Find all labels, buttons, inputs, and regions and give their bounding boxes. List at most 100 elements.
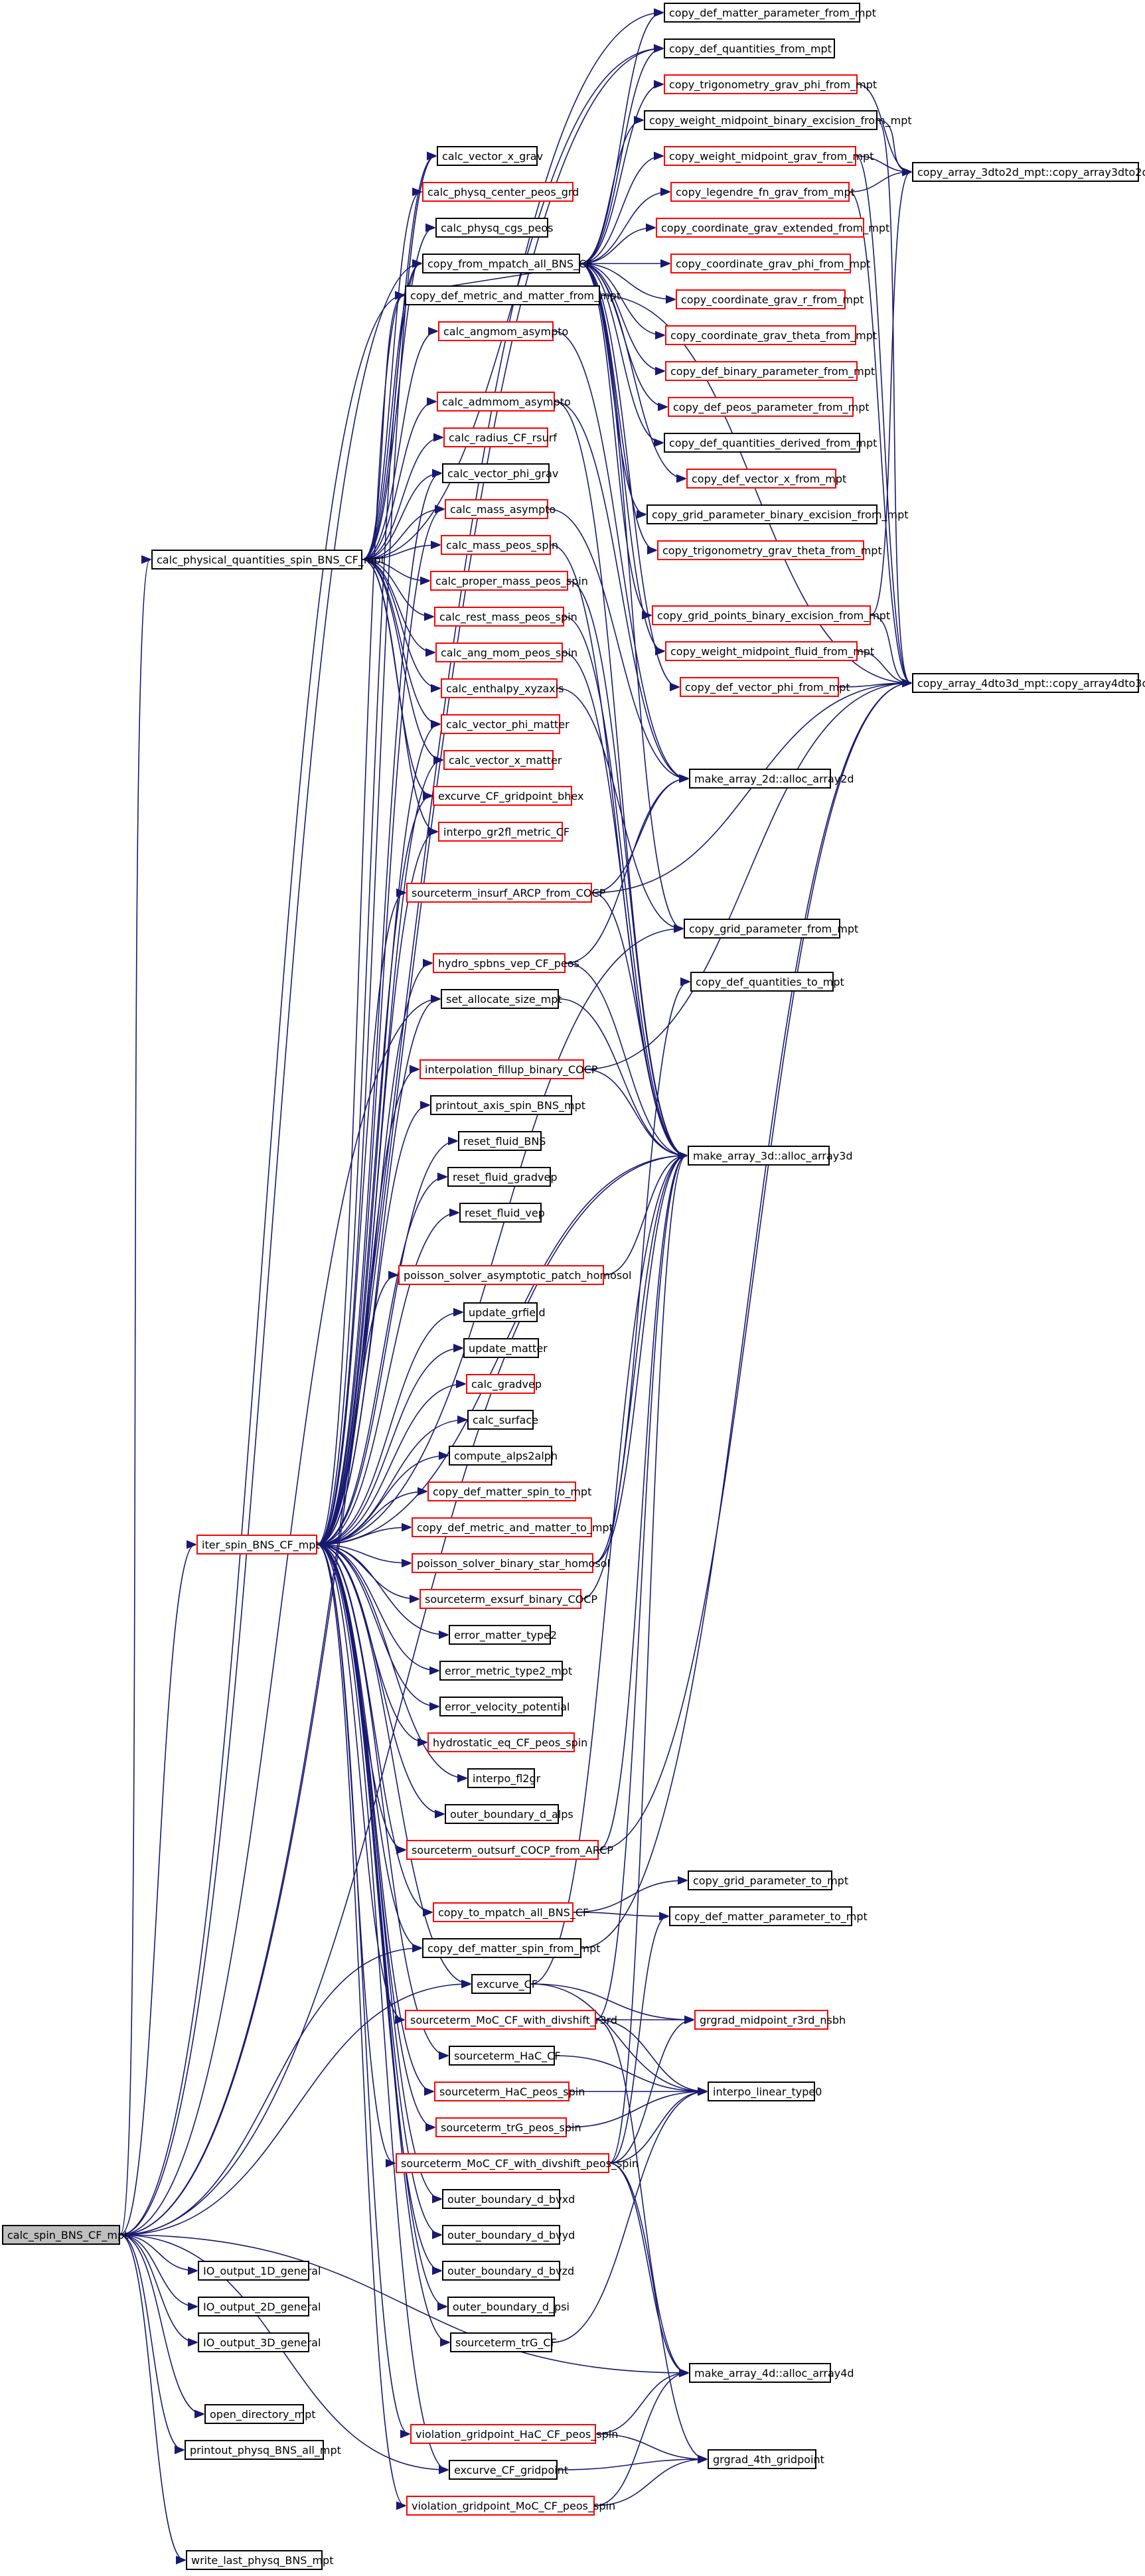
node-outer-boundary-d-bvxd[interactable]: outer_boundary_d_bvxd: [442, 2189, 575, 2209]
node-copy-def-quantities-derived-from-mpt[interactable]: copy_def_quantities_derived_from_mpt: [664, 433, 877, 453]
node-copy-def-vector-x-from-mpt[interactable]: copy_def_vector_x_from_mpt: [686, 469, 846, 489]
node-reset-fluid-gradvep[interactable]: reset_fluid_gradvep: [447, 1167, 558, 1187]
node-set-allocate-size-mpt[interactable]: set_allocate_size_mpt: [441, 989, 562, 1009]
node-reset-fluid-bns[interactable]: reset_fluid_BNS: [458, 1131, 546, 1151]
node-hydrostatic-eq-cf-peos-spin[interactable]: hydrostatic_eq_CF_peos_spin: [427, 1732, 587, 1752]
node-copy-weight-midpoint-binary-excision-from-mpt[interactable]: copy_weight_midpoint_binary_excision_fro…: [644, 110, 912, 130]
node-poisson-solver-asymptotic-patch-homosol[interactable]: poisson_solver_asymptotic_patch_homosol: [398, 1265, 631, 1285]
node-excurve-cf[interactable]: excurve_CF: [471, 1974, 538, 1994]
node-calc-physq-cgs-peos[interactable]: calc_physq_cgs_peos: [435, 218, 554, 238]
node-copy-def-matter-parameter-from-mpt[interactable]: copy_def_matter_parameter_from_mpt: [664, 3, 876, 23]
node-copy-trigonometry-grav-phi-from-mpt[interactable]: copy_trigonometry_grav_phi_from_mpt: [664, 74, 877, 94]
node-copy-coordinate-grav-theta-from-mpt[interactable]: copy_coordinate_grav_theta_from_mpt: [665, 325, 877, 345]
node-copy-def-peos-parameter-from-mpt[interactable]: copy_def_peos_parameter_from_mpt: [668, 397, 870, 417]
node-copy-def-matter-parameter-to-mpt[interactable]: copy_def_matter_parameter_to_mpt: [669, 1906, 868, 1926]
node-calc-admmom-asympto[interactable]: calc_admmom_asympto: [437, 392, 571, 412]
node-interpo-gr2fl-metric-cf[interactable]: interpo_gr2fl_metric_CF: [438, 822, 570, 842]
node-grgrad-midpoint-r3rd-nsbh[interactable]: grgrad_midpoint_r3rd_nsbh: [694, 2010, 846, 2030]
node-interpo-fl2gr[interactable]: interpo_fl2gr: [467, 1768, 540, 1788]
node-calc-mass-peos-spin[interactable]: calc_mass_peos_spin: [441, 535, 558, 555]
node-copy-def-quantities-to-mpt[interactable]: copy_def_quantities_to_mpt: [690, 972, 844, 992]
node-copy-def-matter-spin-to-mpt[interactable]: copy_def_matter_spin_to_mpt: [427, 1481, 591, 1501]
node-reset-fluid-vep[interactable]: reset_fluid_vep: [459, 1203, 545, 1223]
node-copy-def-metric-and-matter-from-mpt[interactable]: copy_def_metric_and_matter_from_mpt: [405, 285, 621, 305]
node-iter-spin-bns-cf-mpt[interactable]: iter_spin_BNS_CF_mpt: [196, 1535, 320, 1554]
node-violation-gridpoint-moc-cf-peos-spin[interactable]: violation_gridpoint_MoC_CF_peos_spin: [406, 2496, 615, 2516]
node-copy-def-matter-spin-from-mpt[interactable]: copy_def_matter_spin_from_mpt: [422, 1938, 601, 1958]
node-copy-def-metric-and-matter-to-mpt[interactable]: copy_def_metric_and_matter_to_mpt: [412, 1517, 613, 1537]
node-copy-def-quantities-from-mpt[interactable]: copy_def_quantities_from_mpt: [664, 38, 835, 58]
node-copy-from-mpatch-all-bns-cf[interactable]: copy_from_mpatch_all_BNS_CF: [422, 254, 592, 273]
node-grgrad-4th-gridpoint[interactable]: grgrad_4th_gridpoint: [708, 2449, 824, 2469]
node-printout-physq-bns-all-mpt[interactable]: printout_physq_BNS_all_mpt: [185, 2440, 341, 2460]
node-copy-coordinate-grav-phi-from-mpt[interactable]: copy_coordinate_grav_phi_from_mpt: [670, 254, 871, 273]
node-interpolation-fillup-binary-cocp[interactable]: interpolation_fillup_binary_COCP: [420, 1059, 598, 1079]
node-copy-coordinate-grav-r-from-mpt[interactable]: copy_coordinate_grav_r_from_mpt: [676, 289, 864, 309]
node-printout-axis-spin-bns-mpt[interactable]: printout_axis_spin_BNS_mpt: [430, 1095, 585, 1115]
node-io-output-3d-general[interactable]: IO_output_3D_general: [198, 2332, 321, 2352]
node-open-directory-mpt[interactable]: open_directory_mpt: [204, 2404, 316, 2424]
node-sourceterm-trg-cf[interactable]: sourceterm_trG_CF: [450, 2332, 557, 2352]
node-copy-def-binary-parameter-from-mpt[interactable]: copy_def_binary_parameter_from_mpt: [665, 361, 875, 381]
node-calc-enthalpy-xyzaxis[interactable]: calc_enthalpy_xyzaxis: [441, 678, 564, 698]
node-sourceterm-exsurf-binary-cocp[interactable]: sourceterm_exsurf_binary_COCP: [420, 1589, 597, 1609]
node-copy-array-4dto3d[interactable]: copy_array_4dto3d_mpt::copy_array4dto3d_…: [912, 673, 1145, 693]
node-sourceterm-insurf-arcp-from-cocp[interactable]: sourceterm_insurf_ARCP_from_COCP: [406, 883, 605, 903]
node-calc-mass-asympto[interactable]: calc_mass_asympto: [445, 499, 556, 519]
node-copy-trigonometry-grav-theta-from-mpt[interactable]: copy_trigonometry_grav_theta_from_mpt: [657, 540, 882, 560]
node-copy-grid-parameter-to-mpt[interactable]: copy_grid_parameter_to_mpt: [688, 1870, 848, 1890]
node-calc-vector-phi-grav[interactable]: calc_vector_phi_grav: [442, 463, 558, 483]
node-excurve-cf-gridpoint[interactable]: excurve_CF_gridpoint: [449, 2460, 568, 2480]
node-copy-grid-parameter-from-mpt[interactable]: copy_grid_parameter_from_mpt: [684, 919, 858, 939]
node-excurve-cf-gridpoint-bhex[interactable]: excurve_CF_gridpoint_bhex: [433, 786, 583, 806]
node-hydro-spbns-vep-cf-peos[interactable]: hydro_spbns_vep_CF_peos: [433, 953, 579, 973]
node-outer-boundary-d-bvyd[interactable]: outer_boundary_d_bvyd: [442, 2225, 575, 2245]
node-compute-alps2alph[interactable]: compute_alps2alph: [449, 1446, 558, 1466]
node-calc-vector-x-grav[interactable]: calc_vector_x_grav: [437, 146, 543, 166]
node-update-grfield[interactable]: update_grfield: [463, 1302, 546, 1322]
node-calc-vector-phi-matter[interactable]: calc_vector_phi_matter: [441, 714, 570, 734]
node-sourceterm-hac-cf[interactable]: sourceterm_HaC_CF: [449, 2046, 561, 2066]
node-make-array-4d[interactable]: make_array_4d::alloc_array4d: [689, 2363, 854, 2383]
node-sourceterm-outsurf-cocp-from-arcp[interactable]: sourceterm_outsurf_COCP_from_ARCP: [406, 1840, 613, 1860]
node-copy-grid-parameter-binary-excision-from-mpt[interactable]: copy_grid_parameter_binary_excision_from…: [647, 504, 909, 524]
node-update-matter[interactable]: update_matter: [463, 1338, 548, 1358]
node-error-metric-type2-mpt[interactable]: error_metric_type2_mpt: [439, 1661, 572, 1681]
node-copy-coordinate-grav-extended-from-mpt[interactable]: copy_coordinate_grav_extended_from_mpt: [656, 218, 889, 238]
node-sourceterm-moc-cf-with-divshift-peos-spin[interactable]: sourceterm_MoC_CF_with_divshift_peos_spi…: [396, 2153, 639, 2173]
node-copy-to-mpatch-all-bns-cf[interactable]: copy_to_mpatch_all_BNS_CF: [433, 1902, 589, 1922]
node-copy-legendre-fn-grav-from-mpt[interactable]: copy_legendre_fn_grav_from_mpt: [670, 182, 855, 202]
node-sourceterm-moc-cf-with-divshift-r3rd[interactable]: sourceterm_MoC_CF_with_divshift_r3rd: [405, 2010, 617, 2030]
node-interpo-linear-type0[interactable]: interpo_linear_type0: [708, 2082, 822, 2101]
node-outer-boundary-d-bvzd[interactable]: outer_boundary_d_bvzd: [442, 2261, 574, 2281]
node-write-last-physq-bns-mpt[interactable]: write_last_physq_BNS_mpt: [186, 2550, 333, 2570]
node-calc-surface[interactable]: calc_surface: [467, 1410, 538, 1430]
node-calc-angmom-asympto[interactable]: calc_angmom_asympto: [438, 321, 568, 341]
node-make-array-3d[interactable]: make_array_3d::alloc_array3d: [688, 1146, 853, 1166]
node-calc-rest-mass-peos-spin[interactable]: calc_rest_mass_peos_spin: [434, 607, 577, 627]
node-copy-array-3dto2d[interactable]: copy_array_3dto2d_mpt::copy_array3dto2d_…: [912, 162, 1145, 182]
node-sourceterm-trg-peos-spin[interactable]: sourceterm_trG_peos_spin: [435, 2117, 581, 2137]
node-error-velocity-potential[interactable]: error_velocity_potential: [439, 1697, 570, 1716]
node-violation-gridpoint-hac-cf-peos-spin[interactable]: violation_gridpoint_HaC_CF_peos_spin: [410, 2424, 618, 2444]
node-error-matter-type2[interactable]: error_matter_type2: [449, 1625, 557, 1645]
node-make-array-2d[interactable]: make_array_2d::alloc_array2d: [689, 769, 854, 789]
node-copy-weight-midpoint-grav-from-mpt[interactable]: copy_weight_midpoint_grav_from_mpt: [664, 146, 874, 166]
node-poisson-solver-binary-star-homosol[interactable]: poisson_solver_binary_star_homosol: [412, 1553, 610, 1573]
node-calc-radius-cf-rsurf[interactable]: calc_radius_CF_rsurf: [443, 427, 557, 447]
node-calc-physical-quantities-spin-bns-cf-mpt[interactable]: calc_physical_quantities_spin_BNS_CF_mpt: [151, 550, 385, 569]
node-copy-weight-midpoint-fluid-from-mpt[interactable]: copy_weight_midpoint_fluid_from_mpt: [665, 641, 874, 661]
node-io-output-1d-general[interactable]: IO_output_1D_general: [198, 2261, 321, 2281]
node-calc-ang-mom-peos-spin[interactable]: calc_ang_mom_peos_spin: [435, 643, 577, 662]
node-outer-boundary-d-alps[interactable]: outer_boundary_d_alps: [445, 1804, 573, 1824]
node-calc-spin-bns-cf-mpt[interactable]: calc_spin_BNS_CF_mpt: [2, 2225, 128, 2245]
node-calc-proper-mass-peos-spin[interactable]: calc_proper_mass_peos_spin: [430, 571, 588, 591]
node-calc-vector-x-matter[interactable]: calc_vector_x_matter: [443, 750, 562, 770]
node-sourceterm-hac-peos-spin[interactable]: sourceterm_HaC_peos_spin: [434, 2082, 585, 2101]
node-calc-physq-center-peos-grd[interactable]: calc_physq_center_peos_grd: [422, 182, 579, 202]
node-copy-def-vector-phi-from-mpt[interactable]: copy_def_vector_phi_from_mpt: [680, 677, 850, 697]
node-copy-grid-points-binary-excision-from-mpt[interactable]: copy_grid_points_binary_excision_from_mp…: [652, 605, 890, 625]
node-io-output-2d-general[interactable]: IO_output_2D_general: [198, 2297, 321, 2316]
node-outer-boundary-d-psi[interactable]: outer_boundary_d_psi: [447, 2297, 570, 2316]
node-calc-gradvep[interactable]: calc_gradvep: [466, 1374, 542, 1394]
